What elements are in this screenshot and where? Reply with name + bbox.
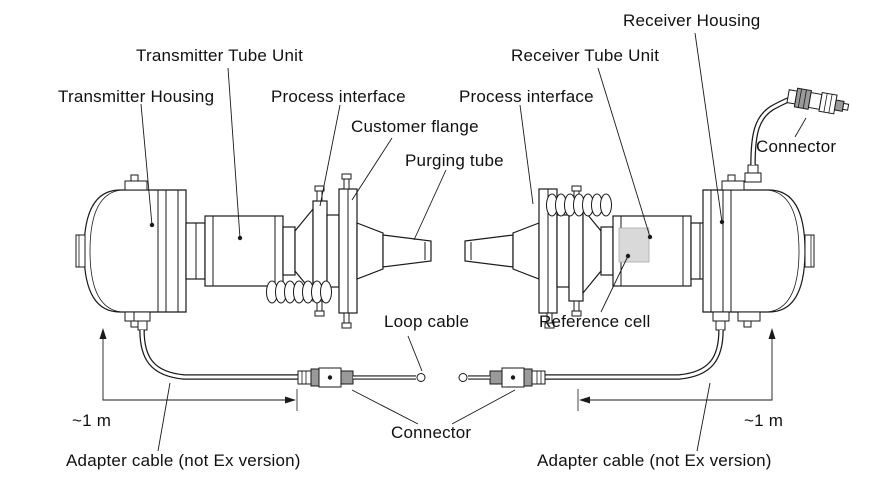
receiver-assembly [464, 87, 850, 329]
spring-left-icon [266, 280, 332, 304]
housing-clamp-icon [124, 180, 148, 191]
label-dimension-left: ~1 m [72, 411, 112, 430]
adapter-cable-left-shape [133, 311, 426, 388]
loop-cable-connector-right-shape [489, 367, 546, 388]
label-purging-tube: Purging tube [405, 151, 504, 170]
purging-tube-left-shape [356, 222, 432, 280]
transmitter-assembly [75, 173, 432, 329]
spring-right-icon [546, 193, 612, 217]
label-adapter-cable-right: Adapter cable (not Ex version) [537, 451, 772, 470]
transmitter-housing-shape [75, 174, 187, 328]
label-reference-cell: Reference cell [539, 312, 651, 331]
purging-tube-right-shape [464, 222, 540, 280]
adapter-cable-right-shape [458, 311, 730, 388]
loop-cable-connector-left-shape [297, 367, 354, 388]
label-connector-top: Connector [756, 137, 837, 156]
transmitter-tube-unit-shape [185, 215, 296, 287]
top-connector-shape [786, 87, 850, 115]
loop-cable-end-right [458, 373, 468, 382]
process-interface-left-shape [294, 185, 340, 317]
label-transmitter-housing: Transmitter Housing [58, 87, 215, 106]
process-interface-right-shape [538, 185, 602, 329]
label-adapter-cable-left: Adapter cable (not Ex version) [66, 451, 301, 470]
label-receiver-housing: Receiver Housing [623, 11, 761, 30]
label-connector-bottom: Connector [391, 423, 472, 442]
receiver-housing-shape [702, 164, 815, 328]
loop-cable-end-left [416, 373, 426, 382]
dimension-right [577, 328, 776, 411]
receiver-tube-unit-shape [600, 215, 711, 287]
label-transmitter-tube-unit: Transmitter Tube Unit [136, 46, 304, 65]
dimension-left [99, 328, 298, 411]
reference-cell-shape [618, 227, 650, 263]
leader-lines [140, 32, 807, 452]
label-loop-cable: Loop cable [384, 312, 470, 331]
label-process-interface-left: Process interface [271, 87, 406, 106]
label-receiver-tube-unit: Receiver Tube Unit [511, 46, 660, 65]
label-customer-flange: Customer flange [351, 117, 479, 136]
label-process-interface-right: Process interface [459, 87, 594, 106]
label-dimension-right: ~1 m [744, 411, 784, 430]
